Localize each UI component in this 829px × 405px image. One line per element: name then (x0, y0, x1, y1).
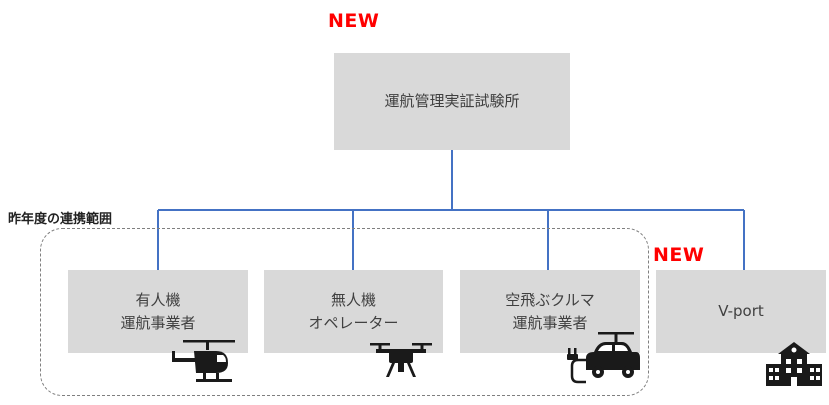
node-label-line1: 有人機 (135, 290, 181, 309)
node-box-manned: 有人機 運航事業者 (68, 270, 248, 353)
new-badge-top: NEW (328, 10, 380, 32)
new-badge-right: NEW (653, 244, 705, 266)
drone-icon (370, 343, 432, 377)
scope-label: 昨年度の連携範囲 (8, 212, 113, 227)
center-box-label: 運航管理実証試験所 (384, 92, 520, 110)
center-box: 運航管理実証試験所 (334, 53, 570, 150)
node-box-flying-car: 空飛ぶクルマ 運航事業者 (460, 270, 640, 353)
node-label-line2: オペレーター (308, 313, 399, 332)
scope-region (40, 228, 649, 396)
node-label-line2: 運航事業者 (120, 313, 196, 332)
node-label-vport: V-port (718, 302, 764, 320)
building-icon (766, 342, 822, 386)
helicopter-icon (172, 340, 235, 382)
node-box-vport: V-port (656, 270, 826, 353)
node-box-unmanned: 無人機 オペレーター (264, 270, 443, 353)
node-label-line1: 空飛ぶクルマ (505, 290, 595, 309)
node-label-line1: 無人機 (330, 290, 376, 309)
node-label-line2: 運航事業者 (512, 313, 588, 332)
flying-car-icon (567, 332, 640, 384)
